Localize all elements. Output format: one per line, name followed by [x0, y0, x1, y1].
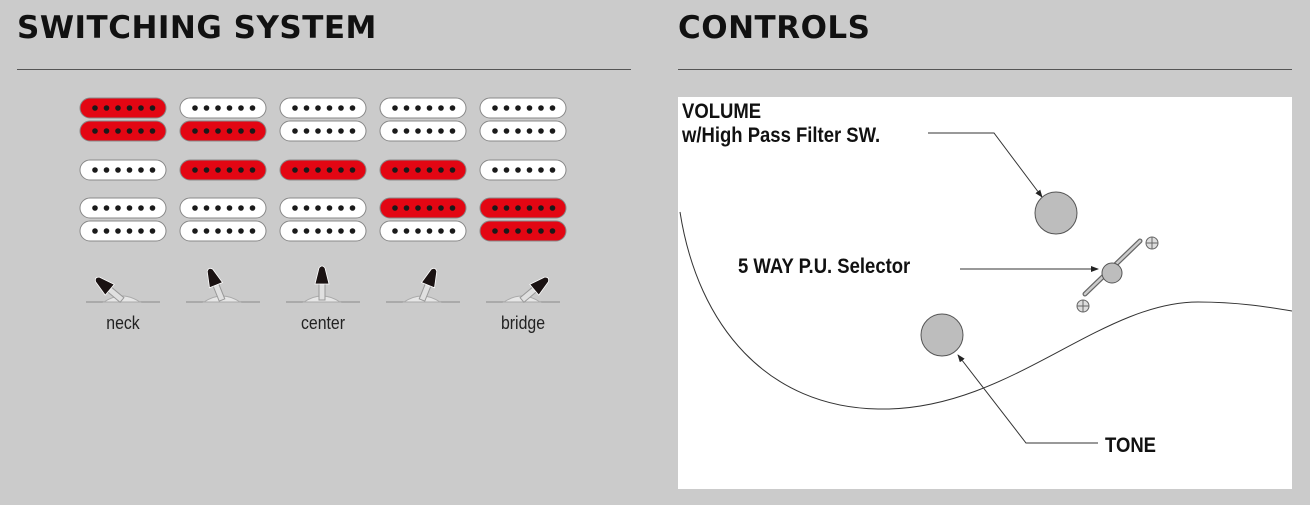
pickup-coil-off [279, 97, 367, 119]
pickup-coil-on [479, 220, 567, 242]
switching-system-title: SWITCHING SYSTEM [17, 10, 377, 46]
pickup-coil-off [79, 197, 167, 219]
pickup-coil-on [79, 120, 167, 142]
tone-knob [920, 313, 964, 357]
divider [678, 69, 1292, 70]
selector-lever-center-bridge [386, 267, 460, 303]
pickup-coil-off [279, 120, 367, 142]
pickup-coil-off [179, 97, 267, 119]
pickup-coil-off [479, 120, 567, 142]
pickup-coil-off [479, 159, 567, 181]
controls-diagram: VOLUME w/High Pass Filter SW. 5 WAY P.U.… [678, 97, 1292, 489]
selector-lever-neck [86, 276, 160, 304]
body-outline [679, 132, 1292, 444]
selector-lever-neck-center [186, 267, 260, 303]
pickup-coil-on [79, 97, 167, 119]
selector-label: 5 WAY P.U. Selector [738, 255, 911, 278]
screw-icon [1145, 236, 1159, 250]
pickup-coil-on [279, 159, 367, 181]
position-label: bridge [500, 313, 546, 333]
pickup-coil-on [179, 159, 267, 181]
pickup-coil-off [79, 159, 167, 181]
pickup-coil-on [179, 120, 267, 142]
position-label: center [300, 313, 346, 333]
pickup-coil-on [379, 197, 467, 219]
switching-diagram [79, 97, 567, 304]
pickup-coil-on [479, 197, 567, 219]
pickup-coil-off [379, 220, 467, 242]
position-label: neck [106, 313, 140, 333]
pickup-coil-off [379, 97, 467, 119]
volume-sublabel: w/High Pass Filter SW. [682, 124, 881, 147]
tone-label: TONE [1105, 434, 1157, 457]
screw-icon [1076, 299, 1090, 313]
controls-title: CONTROLS [678, 10, 871, 46]
selector-lever-center [286, 265, 360, 303]
pickup-coil-on [379, 159, 467, 181]
selector-knob [1101, 262, 1123, 284]
selector-lever-bridge [486, 276, 560, 304]
pickup-coil-off [279, 197, 367, 219]
pickup-coil-off [179, 220, 267, 242]
pickup-coil-off [379, 120, 467, 142]
pickup-coil-off [79, 220, 167, 242]
volume-knob [1034, 191, 1078, 235]
pickup-coil-off [479, 97, 567, 119]
divider [17, 69, 631, 70]
pickup-coil-off [179, 197, 267, 219]
pickup-coil-off [279, 220, 367, 242]
volume-label: VOLUME [682, 100, 762, 123]
